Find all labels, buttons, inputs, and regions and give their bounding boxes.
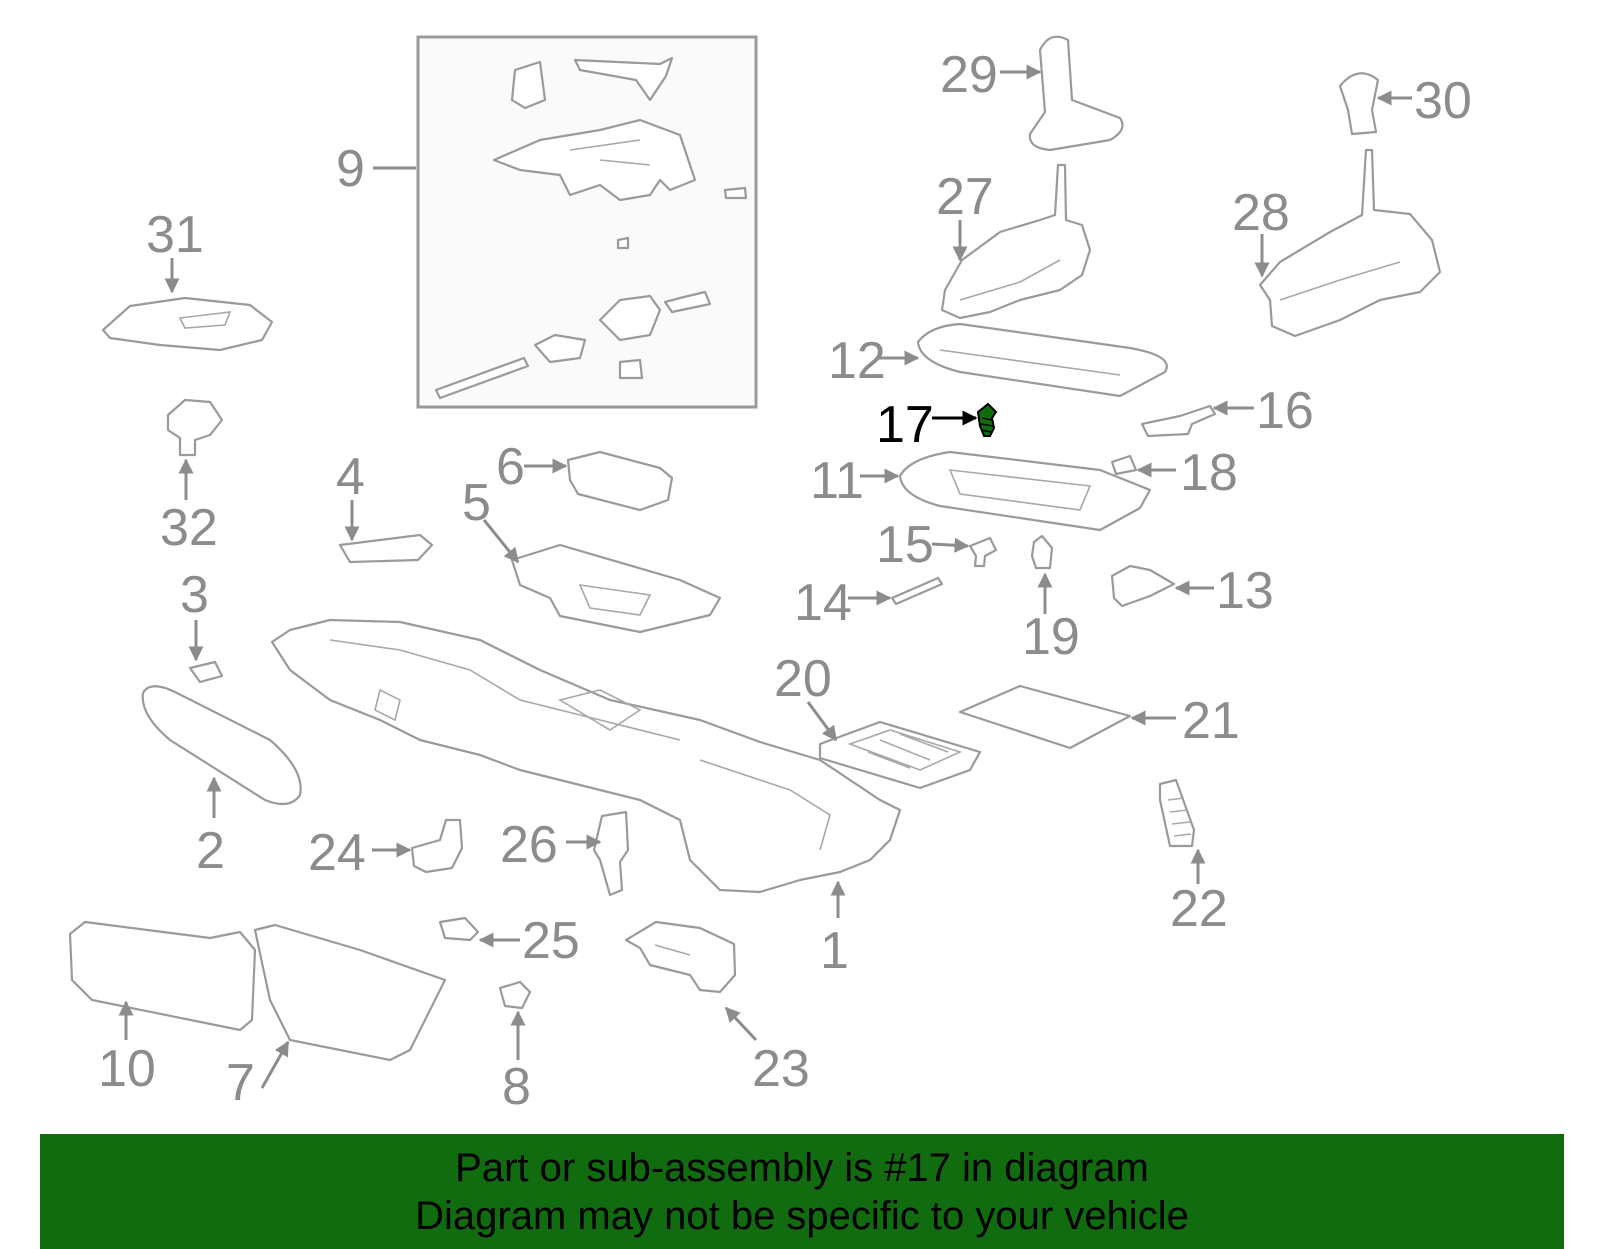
part-3-clip[interactable] (188, 660, 224, 684)
callout-25: 25 (522, 912, 580, 970)
callout-32: 32 (160, 499, 218, 557)
callout-2: 2 (196, 822, 225, 880)
callout-6: 6 (496, 438, 525, 496)
callout-24: 24 (308, 824, 366, 882)
part-9-parking-brake-kit[interactable] (416, 35, 758, 409)
part-14-pin[interactable] (890, 576, 944, 606)
callout-19: 19 (1022, 608, 1080, 666)
part-19-clip[interactable] (1030, 534, 1054, 570)
callout-27: 27 (936, 168, 994, 226)
callout-21: 21 (1182, 692, 1240, 750)
callout-10: 10 (98, 1040, 156, 1098)
part-13-latch[interactable] (1110, 564, 1176, 608)
callout-8: 8 (502, 1058, 531, 1116)
part-4-cover[interactable] (338, 533, 434, 564)
callout-29: 29 (940, 46, 998, 104)
callout-13: 13 (1216, 562, 1274, 620)
callout-15: 15 (876, 516, 934, 574)
info-banner: Part or sub-assembly is #17 in diagram D… (40, 1134, 1564, 1249)
part-31-trim-plate[interactable] (101, 296, 274, 352)
part-23-bracket[interactable] (624, 920, 737, 994)
callout-7: 7 (226, 1054, 255, 1112)
part-11-storage-compartment[interactable] (898, 450, 1152, 532)
part-6-ashtray[interactable] (566, 450, 674, 512)
part-8-retainer[interactable] (498, 980, 532, 1010)
callout-4: 4 (336, 448, 365, 506)
callout-3: 3 (180, 566, 209, 624)
callout-12: 12 (828, 332, 886, 390)
part-22-vent[interactable] (1158, 778, 1196, 848)
callout-17: 17 (876, 396, 934, 454)
part-24-bracket[interactable] (410, 818, 464, 874)
part-2-side-panel[interactable] (141, 685, 302, 806)
callout-20: 20 (774, 650, 832, 708)
banner-line-disclaimer: Diagram may not be specific to your vehi… (415, 1194, 1189, 1238)
callout-11: 11 (810, 452, 864, 510)
part-1-console[interactable] (270, 618, 902, 894)
part-30-shift-knob-alt[interactable] (1338, 72, 1380, 136)
part-17-screw-highlighted[interactable] (976, 402, 998, 437)
parts-diagram: 9 31 32 3 2 4 5 6 (68, 35, 1472, 1116)
banner-line-part-number: Part or sub-assembly is #17 in diagram (455, 1146, 1149, 1190)
part-21-mat[interactable] (958, 684, 1132, 750)
callout-5: 5 (462, 474, 491, 532)
part-32-knob[interactable] (166, 398, 224, 457)
part-12-armrest-lid[interactable] (916, 322, 1168, 398)
part-20-mat-frame[interactable] (818, 720, 982, 790)
part-7-panel-right[interactable] (253, 923, 447, 1062)
part-29-shift-knob[interactable] (1028, 35, 1124, 152)
callout-16: 16 (1256, 382, 1314, 440)
part-10-panel-left[interactable] (68, 920, 257, 1032)
part-28-shifter-assembly-alt[interactable] (1258, 148, 1442, 338)
part-26-power-outlet[interactable] (592, 810, 630, 897)
part-5-tray[interactable] (510, 543, 722, 634)
part-27-shifter-assembly[interactable] (940, 163, 1092, 320)
callout-26: 26 (500, 816, 558, 874)
callout-9: 9 (336, 140, 365, 198)
callout-1: 1 (820, 922, 849, 980)
part-18-clip[interactable] (1110, 454, 1138, 476)
callout-28: 28 (1232, 184, 1290, 242)
part-16-latch[interactable] (1140, 404, 1217, 438)
callout-31: 31 (146, 206, 204, 264)
callout-30: 30 (1414, 72, 1472, 130)
callout-22: 22 (1170, 880, 1228, 938)
part-15-fastener[interactable] (968, 536, 998, 568)
callout-23: 23 (752, 1040, 810, 1098)
callout-18: 18 (1180, 444, 1238, 502)
part-25-clip[interactable] (438, 916, 480, 942)
callout-14: 14 (794, 574, 852, 632)
